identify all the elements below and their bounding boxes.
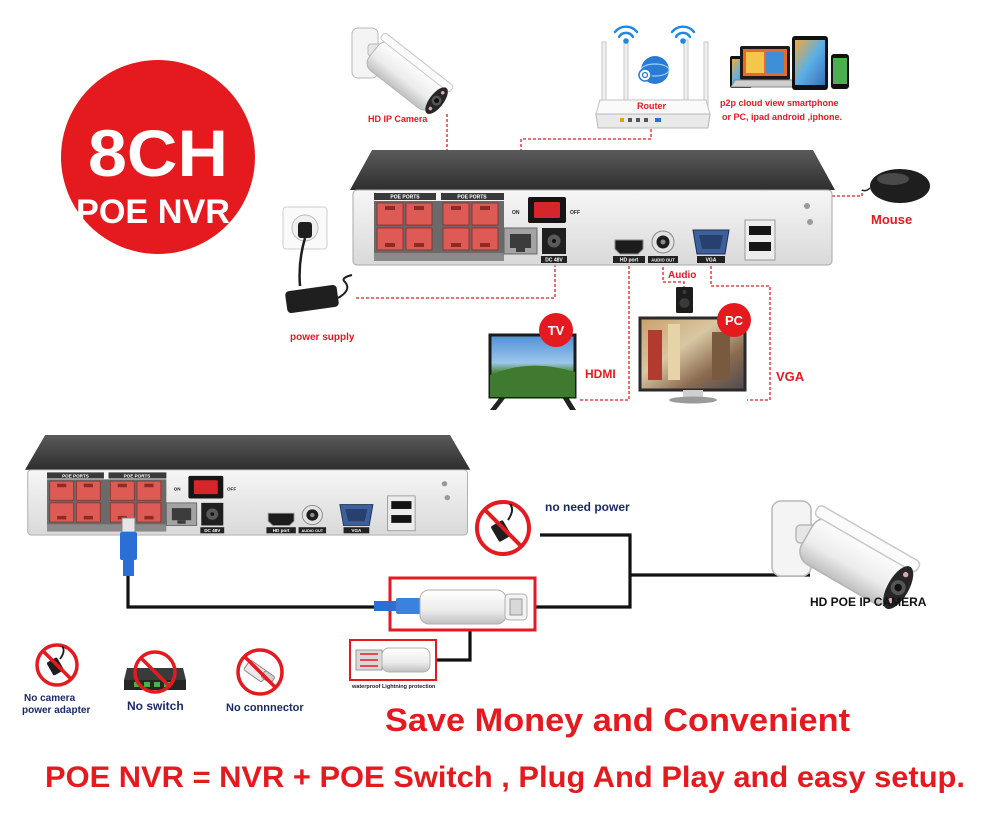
hdmi-port: HD port bbox=[266, 512, 296, 534]
mouse-label: Mouse bbox=[871, 212, 912, 227]
no-adapter-label-line1: No camera bbox=[24, 693, 76, 704]
p2p-cloud-label-line1: p2p cloud view smartphone bbox=[720, 98, 839, 108]
no-power-label: no need power bbox=[545, 500, 630, 514]
poe-ports: POE PORTS POE PORTS bbox=[374, 193, 504, 261]
ethernet-cable-connector-icon bbox=[120, 517, 137, 576]
switch-off-label: OFF bbox=[227, 487, 236, 492]
no-switch-icon bbox=[124, 650, 186, 694]
router-label: Router bbox=[637, 101, 666, 111]
hd-poe-ip-camera-icon bbox=[771, 500, 921, 610]
vga-port: VGA bbox=[692, 229, 730, 264]
badge-product-name: POE NVR bbox=[76, 193, 230, 231]
switch-off-label: OFF bbox=[570, 210, 580, 216]
power-switch: ON OFF bbox=[174, 475, 236, 499]
hd-ip-camera-icon bbox=[351, 27, 454, 114]
nvr-unit-top: POE PORTS POE PORTS ON OFF bbox=[350, 150, 835, 266]
poe-splitter-icon bbox=[374, 589, 528, 625]
wifi-icon bbox=[613, 25, 696, 44]
poe-camera-label: HD POE IP CAMERA bbox=[810, 595, 927, 609]
poe-ports-label: POE PORTS bbox=[390, 195, 420, 201]
camera-label: HD IP Camera bbox=[368, 114, 428, 124]
client-devices-icon bbox=[730, 36, 849, 90]
usb-ports bbox=[744, 219, 776, 261]
tv-badge: TV bbox=[548, 323, 565, 338]
hdmi-port-label: HD port bbox=[620, 258, 639, 264]
no-connector-label: No connnector bbox=[226, 702, 304, 714]
no-adapter-label-line2: power adapter bbox=[22, 705, 90, 716]
audio-out-label: AUDIO OUT bbox=[651, 258, 675, 263]
power-switch: ON OFF bbox=[512, 197, 580, 223]
vga-label: VGA bbox=[776, 369, 805, 384]
lan-port bbox=[165, 502, 198, 526]
power-supply-label: power supply bbox=[290, 332, 355, 343]
switch-on-label: ON bbox=[174, 487, 181, 492]
poe-ports-label: POE PORTS bbox=[62, 473, 89, 478]
usb-ports bbox=[387, 495, 416, 532]
mouse-icon bbox=[861, 169, 930, 203]
poe-ports-label: POE PORTS bbox=[457, 195, 487, 201]
headline: Save Money and Convenient bbox=[385, 702, 850, 738]
p2p-cloud-label-line2: or PC, ipad android ,iphone. bbox=[722, 112, 842, 122]
speaker-icon bbox=[676, 287, 693, 313]
no-power-needed-icon bbox=[475, 500, 531, 556]
audio-label: Audio bbox=[668, 270, 696, 281]
no-connector-icon bbox=[236, 648, 284, 696]
lightning-protection-label: waterproof Lightning protection bbox=[351, 684, 436, 690]
poe-ports: POE PORTS POE PORTS bbox=[47, 472, 167, 532]
router-icon bbox=[595, 39, 711, 129]
tagline: POE NVR = NVR + POE Switch , Plug And Pl… bbox=[45, 761, 965, 794]
audio-out-label: AUDIO OUT bbox=[302, 529, 324, 533]
vga-port-label: VGA bbox=[351, 528, 362, 533]
hdmi-port-label: HD port bbox=[273, 528, 290, 533]
lan-port bbox=[503, 227, 538, 255]
vga-port-label: VGA bbox=[706, 258, 717, 264]
poe-wiring bbox=[126, 533, 810, 662]
dc-power-port: DC 48V bbox=[200, 502, 225, 534]
screw-icon bbox=[444, 495, 451, 501]
screw-icon bbox=[807, 219, 813, 225]
hdmi-port: HD port bbox=[613, 239, 645, 264]
screw-icon bbox=[441, 481, 448, 487]
nvr-unit-bottom: POE PORTS POE PORTS ON OFF bbox=[25, 435, 471, 536]
hdmi-label: HDMI bbox=[585, 367, 616, 381]
screw-icon bbox=[804, 203, 810, 209]
power-supply-icon bbox=[282, 206, 353, 313]
dc-power-port: DC 48V bbox=[541, 228, 567, 264]
dc-port-label: DC 48V bbox=[204, 528, 220, 533]
cloud-globe-icon bbox=[638, 56, 670, 84]
audio-out-port: AUDIO OUT bbox=[648, 230, 678, 263]
pc-badge: PC bbox=[725, 313, 744, 328]
no-switch-label: No switch bbox=[127, 699, 184, 713]
dc-port-label: DC 48V bbox=[545, 258, 563, 264]
product-badge: 8CH POE NVR bbox=[61, 60, 255, 254]
switch-on-label: ON bbox=[512, 210, 520, 216]
audio-out-port: AUDIO OUT bbox=[298, 505, 327, 534]
lightning-protection-plug-icon bbox=[355, 647, 431, 673]
no-power-adapter-icon bbox=[35, 643, 79, 687]
poe-ports-label: POE PORTS bbox=[124, 473, 151, 478]
pc-monitor-icon: PC bbox=[638, 303, 751, 404]
tv-icon: TV bbox=[488, 313, 577, 410]
badge-channel-count: 8CH bbox=[88, 116, 228, 190]
vga-port: VGA bbox=[339, 504, 374, 534]
